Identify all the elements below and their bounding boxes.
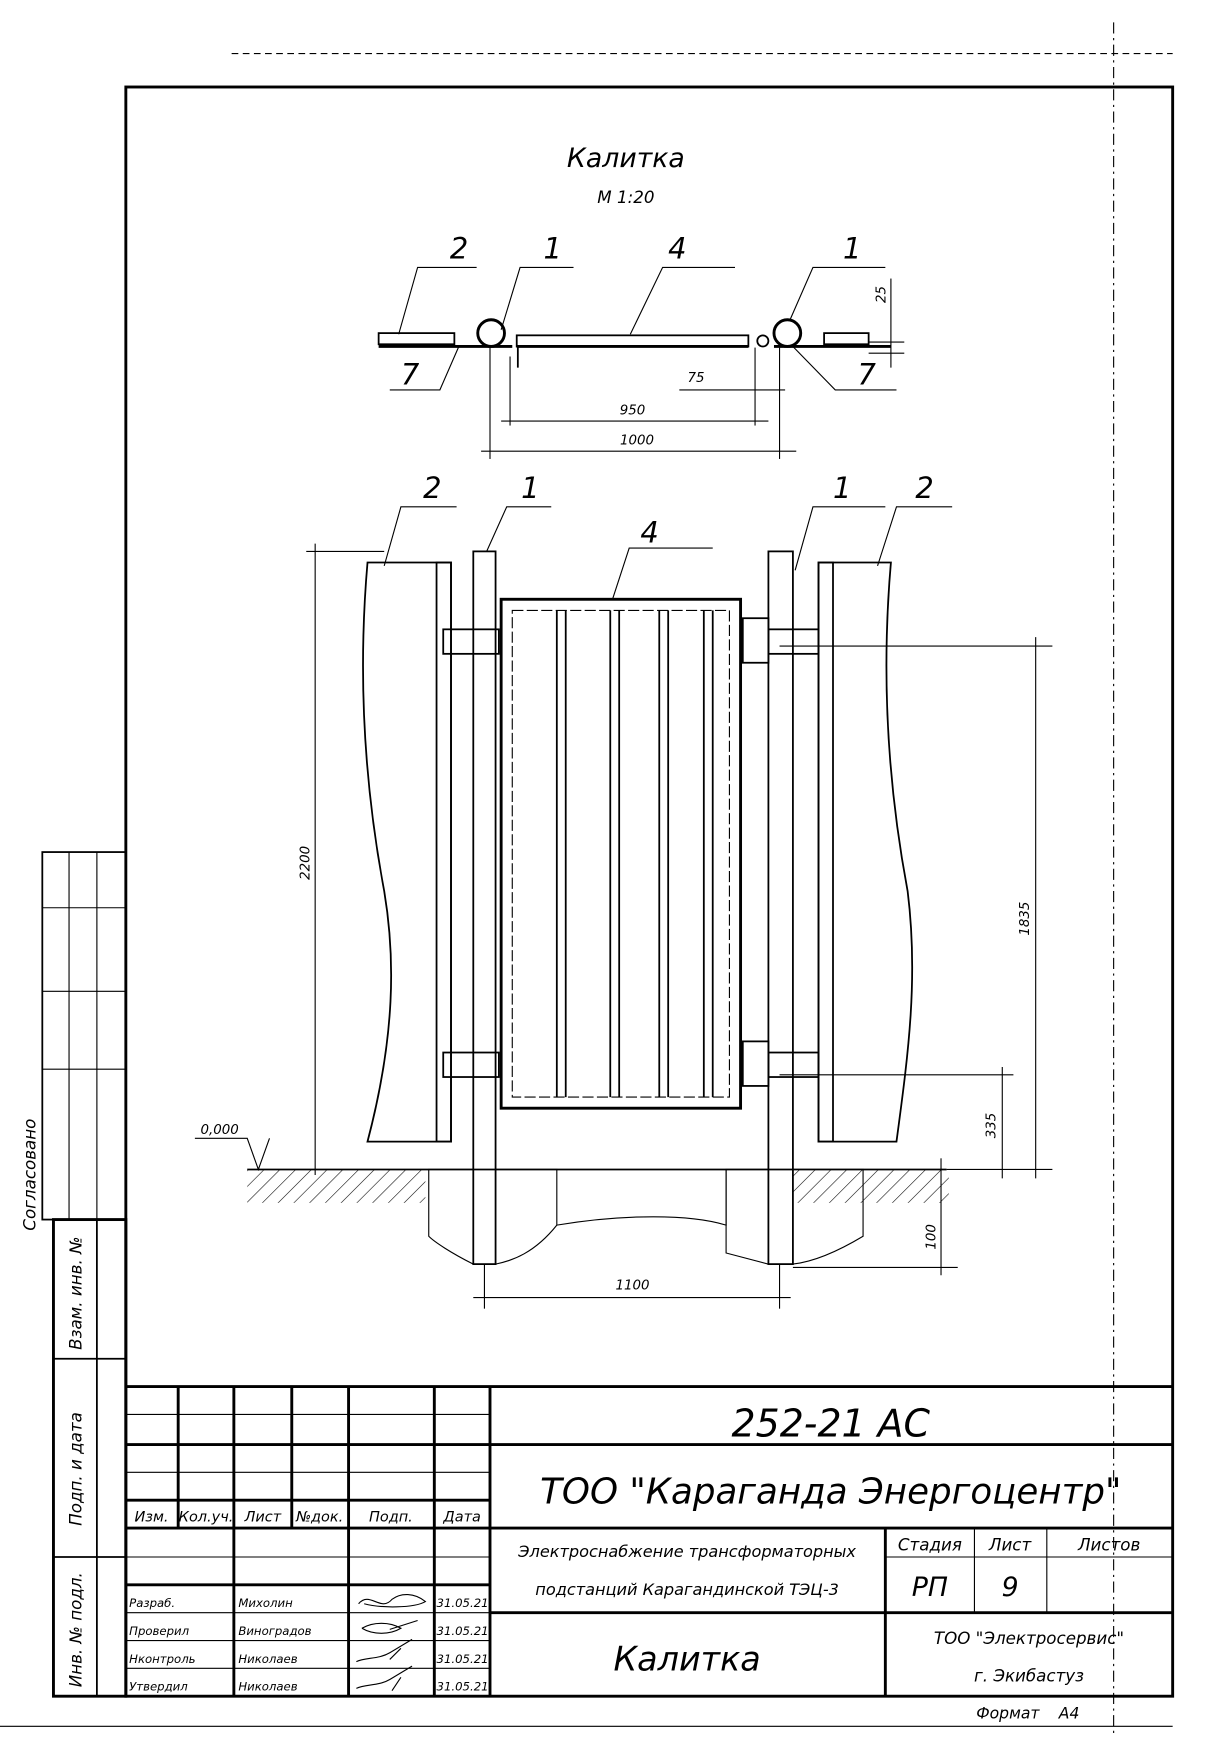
signer-date: 31.05.21 bbox=[437, 1596, 489, 1610]
dimension-1000: 1000 bbox=[620, 433, 654, 448]
format-label: Формат bbox=[976, 1704, 1040, 1722]
sheet-value: 9 bbox=[1002, 1572, 1019, 1603]
elevation-callout: 1 bbox=[521, 471, 539, 505]
signer-role: Разраб. bbox=[129, 1596, 175, 1610]
project-line-1: Электроснабжение трансформаторных bbox=[517, 1542, 856, 1561]
dimension-950: 950 bbox=[620, 403, 646, 418]
project-line-2: подстанций Карагандинской ТЭЦ-3 bbox=[535, 1580, 839, 1599]
header-sheet: Лист bbox=[243, 1509, 281, 1525]
header-change: Изм. bbox=[134, 1509, 168, 1525]
signer-name: Виноградов bbox=[238, 1624, 311, 1638]
header-doc: №док. bbox=[295, 1509, 343, 1525]
dimension-25: 25 bbox=[874, 286, 889, 303]
header-count: Кол.уч. bbox=[179, 1509, 234, 1525]
gate-frame bbox=[499, 597, 743, 1110]
dimension-335: 335 bbox=[985, 1113, 1000, 1139]
signer-role: Проверил bbox=[129, 1624, 189, 1638]
header-sign: Подп. bbox=[369, 1509, 413, 1525]
level-mark: 0,000 bbox=[200, 1123, 238, 1138]
dimension-2200: 2200 bbox=[299, 846, 314, 880]
side-strip: Согласовано Взам. инв. № Подп. и дата Ин… bbox=[20, 851, 128, 1698]
plan-callout: 1 bbox=[843, 232, 861, 266]
stage-label: Стадия bbox=[898, 1534, 962, 1554]
signer-name: Николаев bbox=[238, 1680, 297, 1694]
sheet-title: Калитка bbox=[613, 1640, 760, 1679]
signature bbox=[356, 1665, 413, 1691]
signer-row: Разраб. Михолин 31.05.21 bbox=[129, 1594, 489, 1610]
elevation-callout: 2 bbox=[915, 471, 933, 505]
dimension-1100: 1100 bbox=[616, 1279, 650, 1294]
plan-view: 2 1 4 1 7 7 950 1000 75 25 bbox=[377, 232, 905, 459]
right-post bbox=[767, 550, 794, 1266]
signer-row: Проверил Виноградов 31.05.21 bbox=[129, 1619, 489, 1638]
elevation-callout: 1 bbox=[833, 471, 851, 505]
signature bbox=[361, 1619, 418, 1634]
drawing-title: Калитка bbox=[567, 143, 685, 174]
left-mesh-panel bbox=[362, 561, 452, 1143]
sheet-frame bbox=[124, 85, 1175, 1698]
drawing-scale: М 1:20 bbox=[597, 187, 654, 207]
signer-name: Николаев bbox=[238, 1652, 297, 1666]
contractor-name: ТОО "Электросервис" bbox=[934, 1628, 1124, 1648]
signer-role: Нконтроль bbox=[129, 1652, 195, 1666]
replace-inv-label: Взам. инв. № bbox=[65, 1237, 85, 1350]
dimension-1835: 1835 bbox=[1018, 902, 1033, 936]
dimension-100: 100 bbox=[924, 1224, 939, 1250]
title-block: Изм. Кол.уч. Лист №док. Подп. Дата Разра… bbox=[125, 1385, 1173, 1722]
contractor-city: г. Экибастуз bbox=[974, 1666, 1084, 1686]
right-mesh-panel bbox=[817, 561, 914, 1143]
plan-callout: 1 bbox=[543, 232, 561, 266]
sign-date-label: Подп. и дата bbox=[65, 1412, 85, 1526]
doc-code: 252-21 АС bbox=[732, 1402, 931, 1446]
signer-date: 31.05.21 bbox=[437, 1680, 489, 1694]
signer-row: Нконтроль Николаев 31.05.21 bbox=[129, 1638, 489, 1666]
plan-callout: 2 bbox=[450, 232, 468, 266]
format-value: А4 bbox=[1058, 1704, 1080, 1722]
signer-role: Утвердил bbox=[129, 1680, 188, 1694]
elevation-view: 2 1 4 1 2 2200 1835 335 100 1100 0,000 bbox=[194, 471, 1053, 1309]
agreed-label: Согласовано bbox=[20, 1119, 40, 1231]
inv-orig-label: Инв. № подл. bbox=[65, 1572, 85, 1687]
plan-callout: 4 bbox=[668, 232, 686, 266]
sheet-label: Лист bbox=[988, 1534, 1033, 1554]
signature bbox=[356, 1638, 413, 1663]
signature bbox=[358, 1594, 427, 1608]
left-post bbox=[472, 550, 497, 1266]
plan-callout: 7 bbox=[401, 357, 420, 391]
signer-date: 31.05.21 bbox=[437, 1652, 489, 1666]
elevation-callout: 4 bbox=[640, 515, 658, 549]
header-date: Дата bbox=[442, 1509, 480, 1525]
elevation-callout: 2 bbox=[423, 471, 441, 505]
signer-date: 31.05.21 bbox=[437, 1624, 489, 1638]
plan-callout: 7 bbox=[858, 357, 877, 391]
signer-row: Утвердил Николаев 31.05.21 bbox=[129, 1665, 489, 1694]
customer-name: ТОО "Караганда Энергоцентр" bbox=[540, 1472, 1121, 1513]
signer-name: Михолин bbox=[238, 1596, 293, 1610]
dimension-75: 75 bbox=[688, 371, 705, 386]
stage-value: РП bbox=[912, 1572, 948, 1603]
sheets-label: Листов bbox=[1077, 1534, 1140, 1554]
